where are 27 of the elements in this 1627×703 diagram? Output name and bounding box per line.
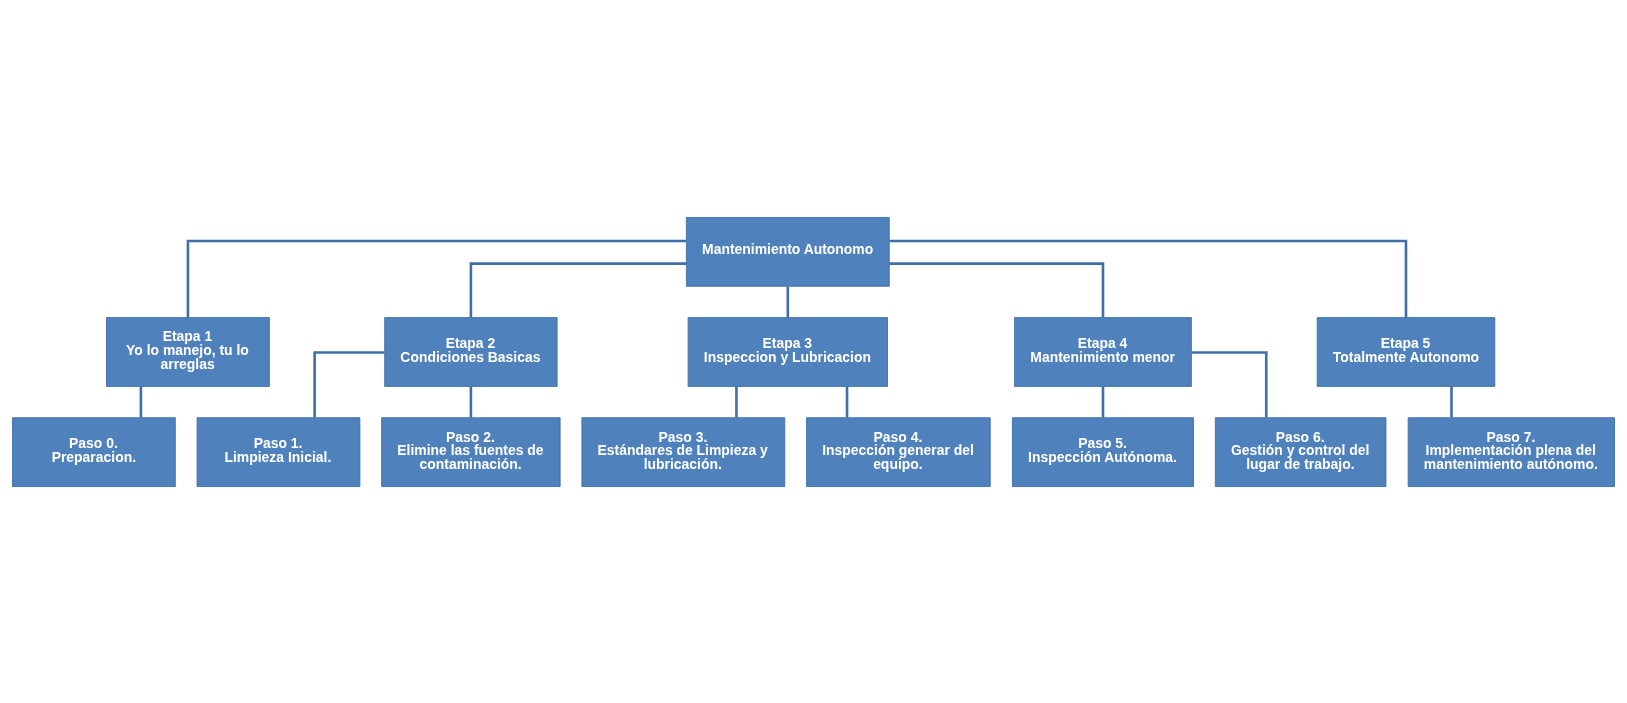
node-box: Etapa 3 Inspeccion y Lubricacion [687,316,888,387]
node-box: Paso 0. Preparacion. [12,416,176,487]
connector [186,239,687,317]
connector [139,385,143,418]
node-box: Paso 7. Implementación plena del mantenimiento autónomo. [1407,416,1615,487]
connector [1101,385,1105,418]
node-box: Paso 2. Elimine las fuentes de contaminación. [381,416,561,487]
connector [1450,385,1453,418]
node-box: Mantenimiento Autonomo [685,216,890,287]
node-box: Paso 5. Inspección Autónoma. [1012,416,1194,487]
connector [845,385,849,418]
connector [735,385,738,418]
node-box: Paso 3. Estándares de Limpieza y lubricación. [581,416,786,487]
connector [889,239,1408,317]
connector [786,285,790,317]
node-box: Paso 1. Limpieza Inicial. [196,416,361,487]
node-box: Etapa 2 Condiciones Basicas [384,316,558,387]
connector [1191,350,1268,418]
connector [469,261,687,318]
node-box: Paso 4. Inspección generar del equipo. [806,416,991,487]
node-box: Paso 6. Gestión y control del lugar de trabajo. [1214,416,1387,487]
node-box: Etapa 1 Yo lo manejo, tu lo arreglas [106,316,270,387]
connector [313,350,385,418]
node-box: Etapa 4 Mantenimiento menor [1014,316,1192,387]
node-box: Etapa 5 Totalmente Autonomo [1316,316,1496,387]
connector [889,261,1105,318]
connector [469,385,473,418]
